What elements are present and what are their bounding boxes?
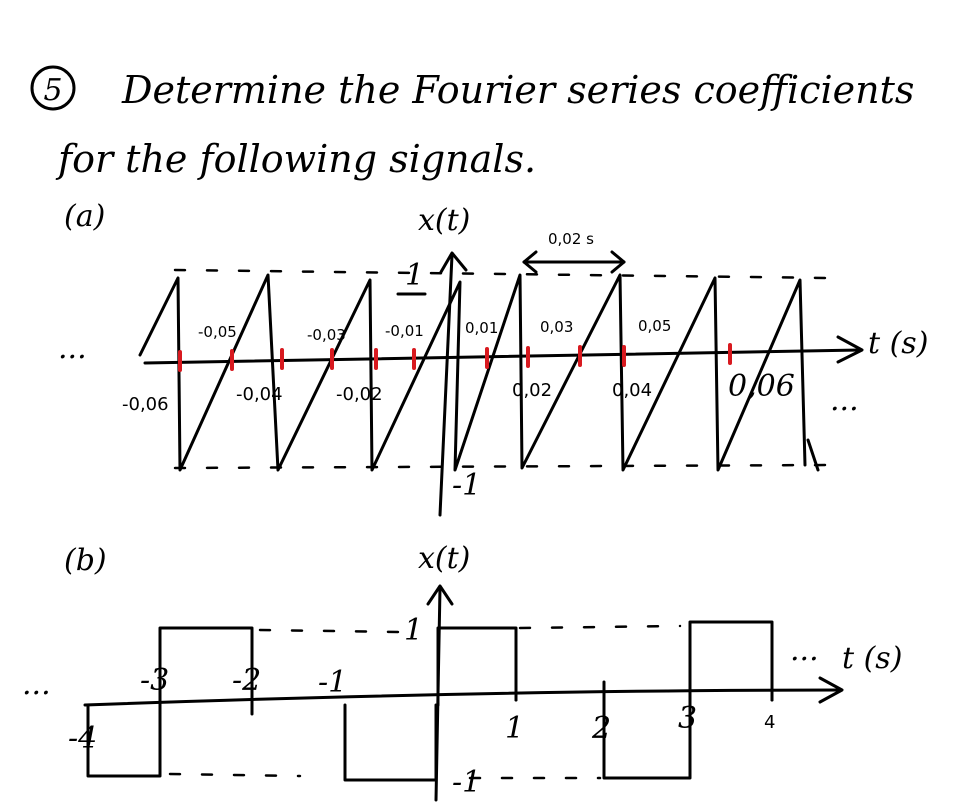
part-a-lower-guide (173, 463, 832, 470)
part-a-period-arrowhead-left (522, 250, 538, 274)
part-b-tick-label: -2 (232, 663, 261, 698)
part-a-tick-label-above: -0,03 (307, 326, 346, 344)
part-b-left-ellipsis: ... (22, 667, 51, 702)
part-a-label: (a) (64, 199, 105, 234)
part-a-t-axis (143, 348, 862, 365)
part-b-t-axis-arrowhead (818, 676, 844, 704)
part-a-tick-label-below: -0,06 (122, 394, 169, 415)
part-b-tick-label: 2 (591, 711, 611, 746)
part-a-y-axis-arrowhead (439, 251, 468, 274)
part-b-y-axis-arrowhead (426, 584, 454, 606)
part-a-tick-label-below: -0,02 (336, 384, 383, 405)
part-b-y-axis-label: x(t) (418, 541, 470, 576)
part-a-upper-guide (173, 268, 832, 280)
part-a-amplitude-high: 1 (405, 258, 424, 293)
part-a-amplitude-low: -1 (452, 468, 481, 503)
part-b-tick-label: -3 (140, 663, 169, 698)
part-a-tick-label-above: -0,01 (385, 322, 424, 340)
part-a-tick-marks (178, 343, 732, 372)
part-b-t-axis-label: t (s) (842, 641, 902, 676)
part-a-y-axis-label: x(t) (418, 203, 470, 238)
part-a-t-axis-arrowhead (836, 335, 864, 364)
part-a-right-ellipsis: ... (830, 383, 859, 418)
part-b-amplitude-low: -1 (452, 765, 481, 800)
part-b-tick-label: 1 (505, 711, 524, 746)
part-a-y-axis (438, 253, 454, 517)
part-b-upper-guide (258, 628, 402, 634)
part-b-tick-label: 4 (764, 712, 775, 733)
part-a-period-label: 0,02 s (548, 230, 594, 248)
part-b-t-axis (83, 688, 842, 707)
part-a-t-axis-label: t (s) (868, 326, 928, 361)
part-b-negative-pulse (343, 703, 438, 782)
part-a-tick-label-above: -0,05 (198, 323, 237, 341)
part-a-sawtooth-waveform (138, 273, 807, 472)
part-a-tick-label-below: -0,04 (236, 384, 283, 405)
part-a-tick-label-above: 0,03 (540, 318, 573, 336)
part-b-negative-pulse (86, 703, 162, 778)
part-a-left-ellipsis: ... (58, 331, 87, 366)
part-b-label: (b) (64, 543, 107, 578)
part-b-tick-label: -4 (68, 721, 97, 756)
part-b-positive-pulse (436, 626, 518, 707)
part-a-waveform-tail (806, 438, 820, 472)
part-a-tick-label-below: 0,06 (728, 369, 795, 404)
part-b-negative-pulse (602, 698, 692, 780)
problem-statement-line-2: for the following signals. (55, 137, 536, 181)
part-b-tick-label: 3 (678, 701, 697, 736)
problem-number-circle (30, 65, 76, 111)
part-a-tick-label-above: 0,01 (465, 319, 498, 337)
part-b-upper-guide-right (518, 624, 682, 630)
problem-statement-line-1: Determine the Fourier series coefficient… (121, 68, 914, 112)
part-b-positive-pulse (688, 620, 774, 702)
part-b-amplitude-high: 1 (404, 613, 423, 648)
part-a-period-arrowhead-right (610, 250, 626, 274)
part-b-right-ellipsis: ... (790, 633, 819, 668)
problem-number: 5 (43, 73, 62, 108)
part-a-tick-label-below: 0,04 (612, 380, 652, 401)
part-b-lower-guide (168, 772, 302, 778)
part-b-tick-label: -1 (318, 665, 347, 700)
part-a-tick-label-above: 0,05 (638, 317, 671, 335)
part-b-positive-pulse (158, 626, 254, 707)
part-a-tick-label-below: 0,02 (512, 380, 552, 401)
